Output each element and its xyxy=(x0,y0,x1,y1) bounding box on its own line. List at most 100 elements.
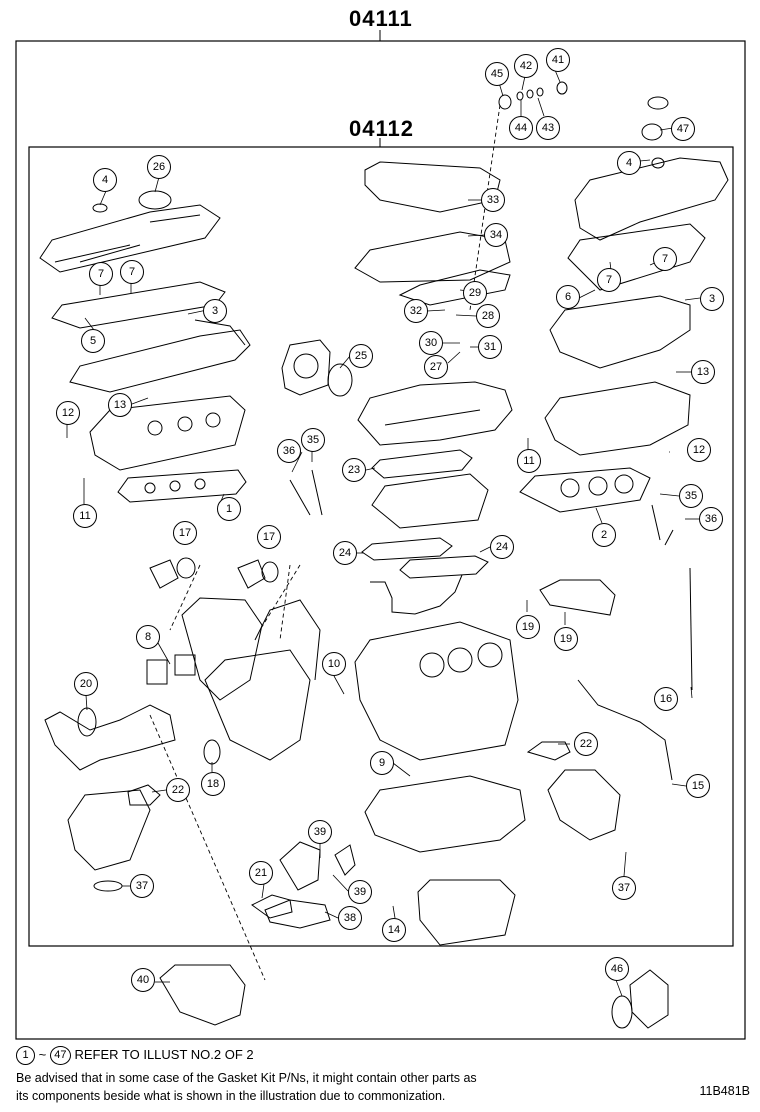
callout-24: 24 xyxy=(333,541,357,565)
ref-text: REFER TO ILLUST NO.2 OF 2 xyxy=(74,1046,254,1062)
callout-39: 39 xyxy=(308,820,332,844)
water-bypass-pipe xyxy=(370,574,463,615)
callout-8: 8 xyxy=(136,625,160,649)
timing-cover-right xyxy=(254,599,321,681)
callout-21: 21 xyxy=(249,861,273,885)
ref-range-end: 47 xyxy=(49,1046,71,1065)
callout-30: 30 xyxy=(419,331,443,355)
callout-6: 6 xyxy=(556,285,580,309)
outer-kit-number: 04111 xyxy=(349,6,413,31)
callout-26: 26 xyxy=(147,155,171,179)
intake-port-gasket-1 xyxy=(361,537,453,561)
intake-manifold xyxy=(371,473,489,529)
callout-25: 25 xyxy=(349,344,373,368)
seal-plate-left xyxy=(149,559,179,589)
right-head-gasket xyxy=(519,467,651,513)
callout-39: 39 xyxy=(348,880,372,904)
rear-plate-gasket xyxy=(159,964,246,1026)
callout-23: 23 xyxy=(342,458,366,482)
intake-port-gasket-2 xyxy=(399,555,489,579)
callout-11: 11 xyxy=(73,504,97,528)
callout-42: 42 xyxy=(514,54,538,78)
callout-22: 22 xyxy=(166,778,190,802)
callout-27: 27 xyxy=(424,355,448,379)
right-cylinder-head xyxy=(544,381,691,456)
seal-47 xyxy=(641,123,663,141)
callout-43: 43 xyxy=(536,116,560,140)
valve-right xyxy=(651,504,661,541)
pump-gasket-21 xyxy=(251,894,293,919)
callout-1: 1 xyxy=(217,497,241,521)
callout-17: 17 xyxy=(173,521,197,545)
callout-7: 7 xyxy=(597,268,621,292)
callout-12: 12 xyxy=(687,438,711,462)
callout-35: 35 xyxy=(679,484,703,508)
callout-19: 19 xyxy=(554,627,578,651)
ref-range-start: 1 xyxy=(16,1046,35,1065)
callout-10: 10 xyxy=(322,652,346,676)
callout-40: 40 xyxy=(131,968,155,992)
middle-cam-cover xyxy=(354,231,511,283)
right-cover-gasket xyxy=(567,223,706,291)
dipstick xyxy=(689,567,693,691)
rear-oil-seal-retainer xyxy=(629,969,669,1029)
callout-44: 44 xyxy=(509,116,533,140)
callout-24: 24 xyxy=(490,535,514,559)
callout-3: 3 xyxy=(700,287,724,311)
small-gasket-8a xyxy=(146,659,168,685)
right-exhaust-manifold xyxy=(547,769,621,841)
callout-38: 38 xyxy=(338,906,362,930)
callout-13: 13 xyxy=(691,360,715,384)
oil-pan-lower xyxy=(417,879,516,946)
commonization-note-line-2: its components beside what is shown in t… xyxy=(16,1089,446,1103)
callout-45: 45 xyxy=(485,62,509,86)
callout-7: 7 xyxy=(653,247,677,271)
left-cam-housing xyxy=(69,329,251,393)
left-valve-cover-ribs xyxy=(54,214,201,263)
head-port-3 xyxy=(205,412,221,428)
intake-plenum xyxy=(357,381,513,446)
callout-29: 29 xyxy=(463,281,487,305)
illustration-code: 11B481B xyxy=(699,1084,750,1098)
callout-7: 7 xyxy=(89,262,113,286)
left-cover-gasket xyxy=(51,281,226,329)
upper-plate xyxy=(398,269,511,306)
callout-14: 14 xyxy=(382,918,406,942)
upper-timing-cover xyxy=(364,161,501,213)
callout-4: 4 xyxy=(93,168,117,192)
callout-37: 37 xyxy=(130,874,154,898)
inner-kit-number: 04112 xyxy=(349,116,414,141)
left-head-gasket xyxy=(117,469,247,503)
right-exhaust-gasket xyxy=(526,741,571,761)
left-exhaust-manifold xyxy=(67,789,151,871)
commonization-note-line-1: Be advised that in some case of the Gask… xyxy=(16,1071,477,1085)
callout-33: 33 xyxy=(481,188,505,212)
callout-16: 16 xyxy=(654,687,678,711)
throttle-gasket xyxy=(327,363,353,397)
callout-36: 36 xyxy=(699,507,723,531)
left-valve-cover xyxy=(39,204,221,273)
callout-34: 34 xyxy=(484,223,508,247)
callout-12: 12 xyxy=(56,401,80,425)
small-gasket-8b xyxy=(174,654,196,676)
oil-pan-upper xyxy=(364,775,526,853)
callout-15: 15 xyxy=(686,774,710,798)
inner-kit-frame xyxy=(28,146,734,947)
left-exhaust-gasket xyxy=(127,784,161,806)
callout-17: 17 xyxy=(257,525,281,549)
callout-3: 3 xyxy=(203,299,227,323)
timing-cover-lower xyxy=(204,649,311,761)
ref-tilde: ~ xyxy=(38,1046,47,1062)
callout-41: 41 xyxy=(546,48,570,72)
water-pump xyxy=(279,841,321,891)
dipstick-guide xyxy=(577,679,673,781)
callout-7: 7 xyxy=(120,260,144,284)
reference-note: 1 ~ 47 REFER TO ILLUST NO.2 OF 2 xyxy=(16,1046,254,1065)
callout-19: 19 xyxy=(516,615,540,639)
callout-36: 36 xyxy=(277,439,301,463)
callout-13: 13 xyxy=(108,393,132,417)
callout-32: 32 xyxy=(404,299,428,323)
throttle-body xyxy=(281,339,331,396)
callout-11: 11 xyxy=(517,449,541,473)
